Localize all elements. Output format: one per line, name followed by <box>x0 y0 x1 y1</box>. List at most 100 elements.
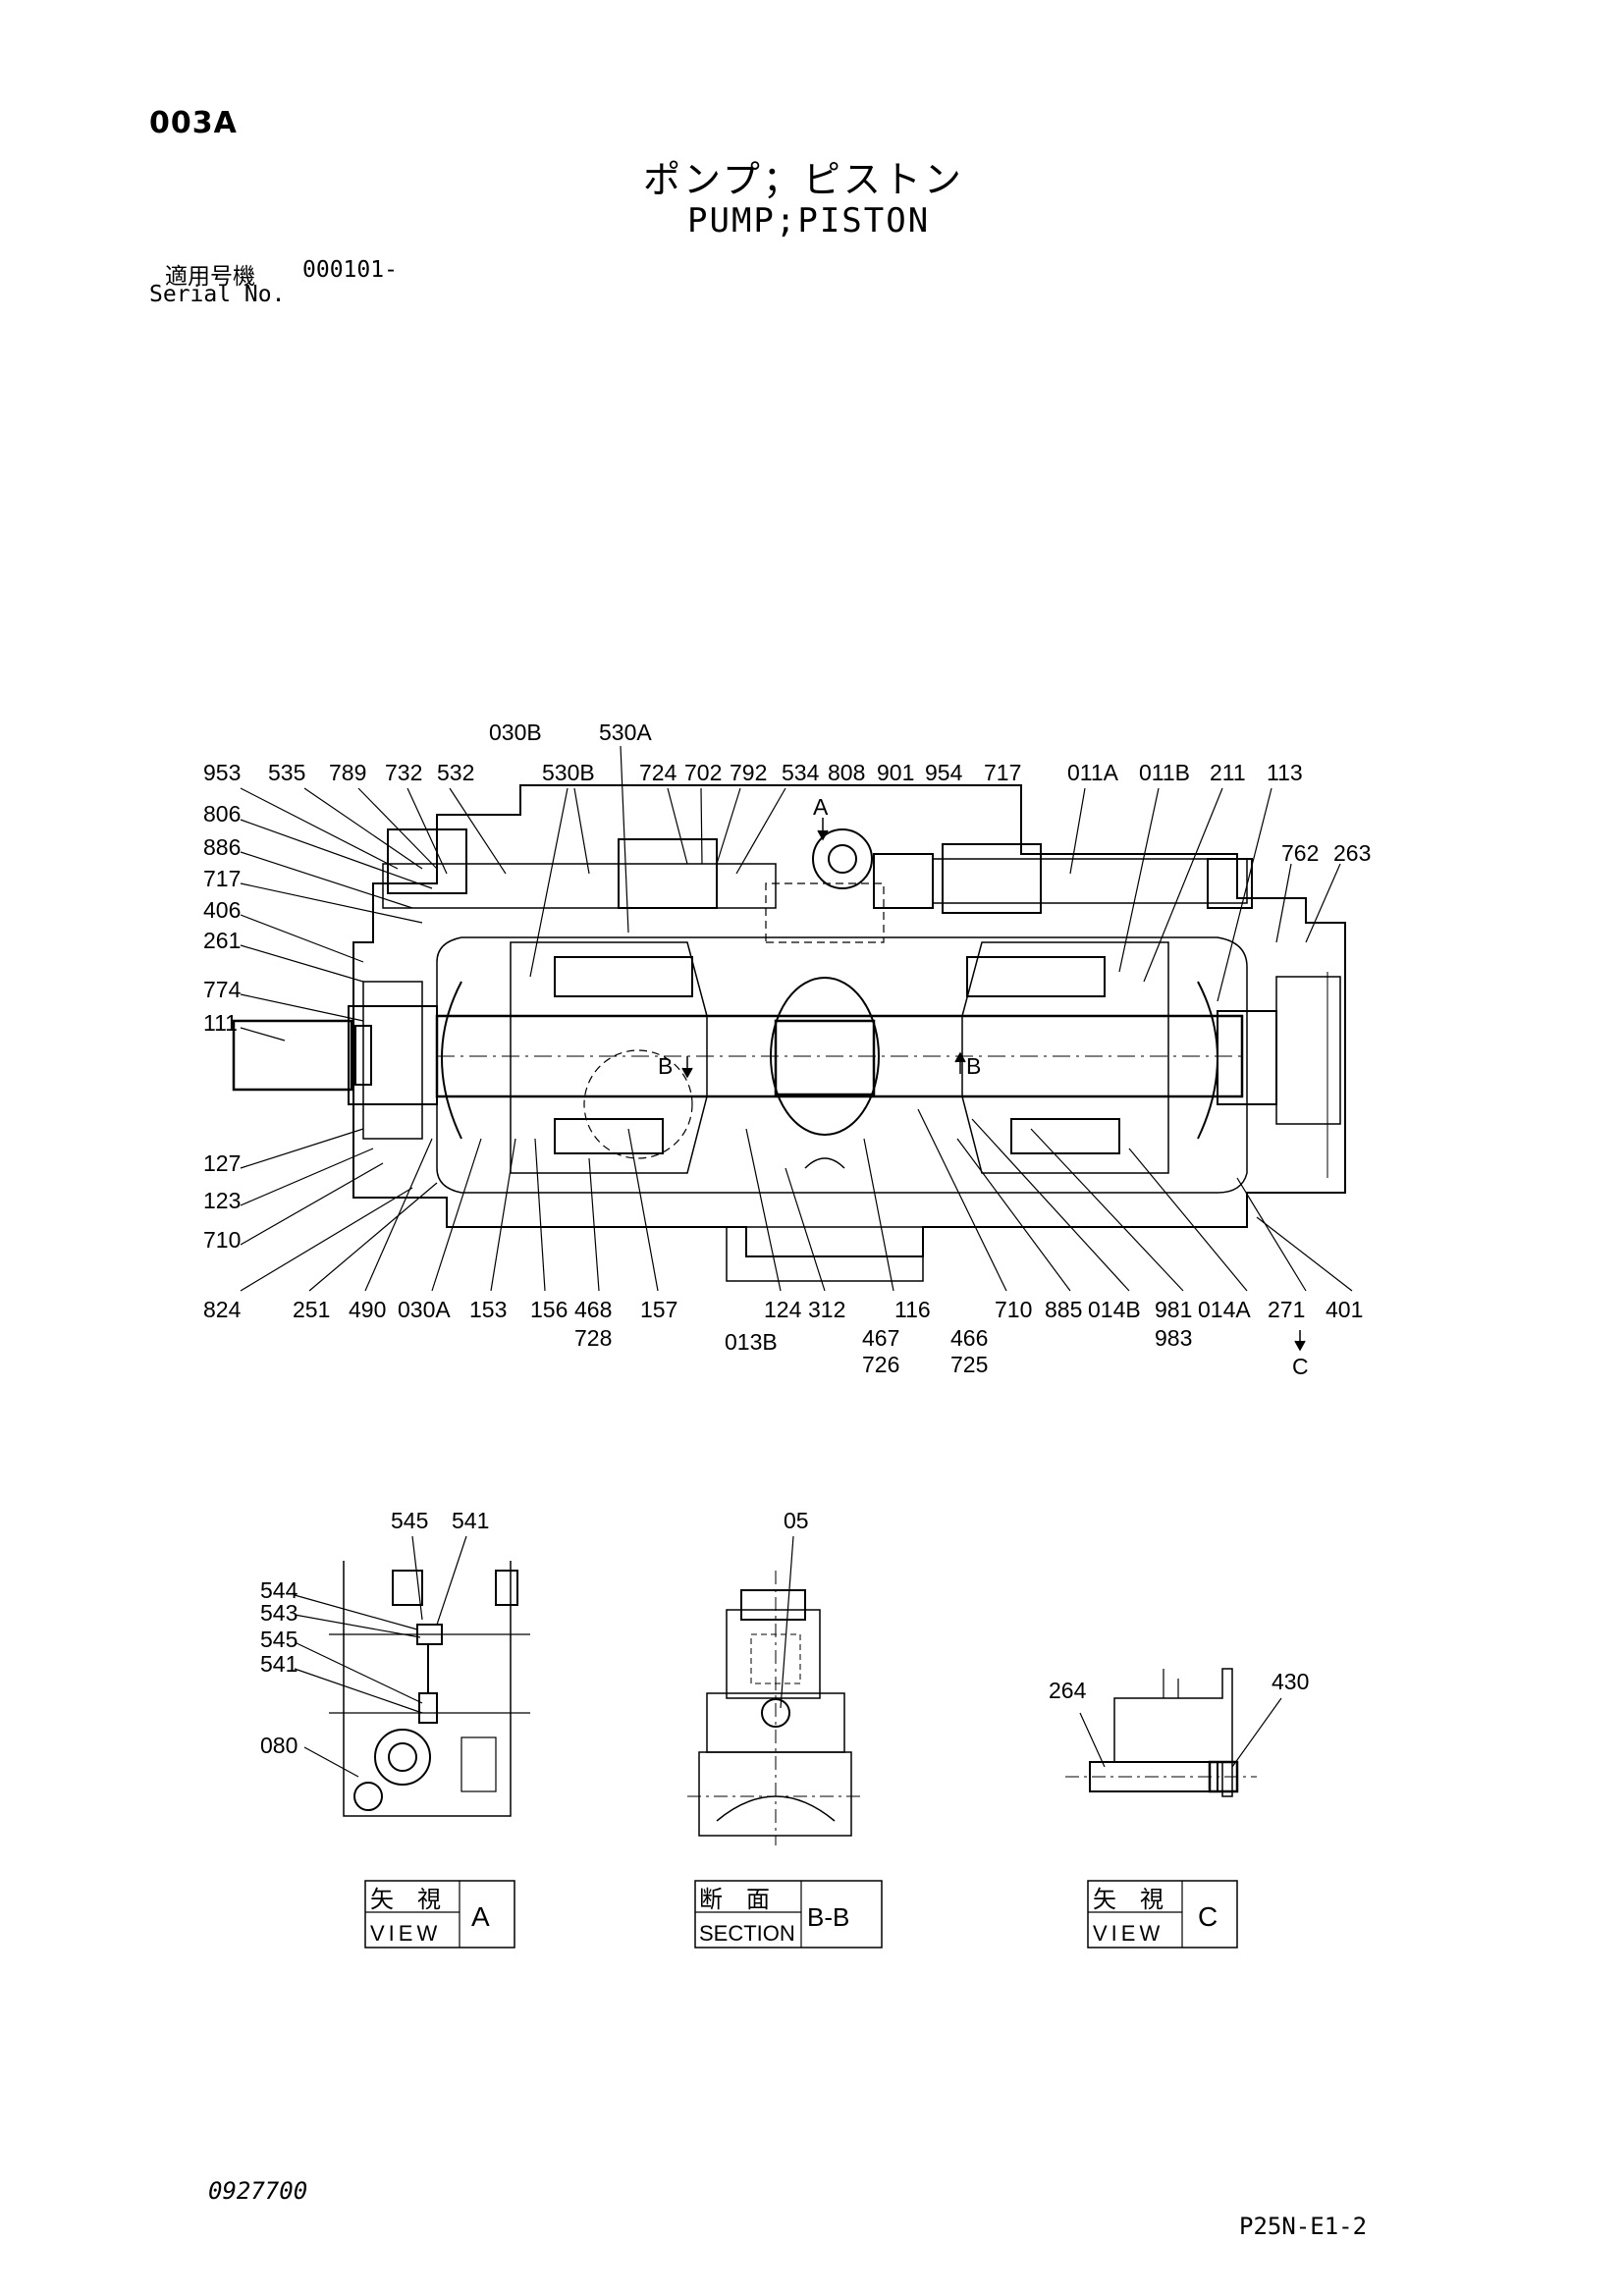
callout-885: 885 <box>1045 1297 1082 1322</box>
callout-211: 211 <box>1210 760 1246 785</box>
view-c-letter: C <box>1198 1901 1218 1932</box>
marker-c: C <box>1292 1354 1309 1379</box>
view-c-drawing <box>1065 1668 1257 1797</box>
callout-725: 725 <box>950 1352 988 1377</box>
callout-011a: 011A <box>1067 760 1119 785</box>
section-bb-letter: B-B <box>807 1902 849 1932</box>
view-c-callout-430: 430 <box>1272 1669 1309 1694</box>
view-a-callout-545: 545 <box>260 1627 298 1652</box>
serial-label-japanese: 適用号機 <box>165 264 255 290</box>
callout-717-left: 717 <box>203 866 241 891</box>
callout-726: 726 <box>862 1352 899 1377</box>
view-a-title-box: 矢 視 VIEW A <box>364 1880 515 1949</box>
view-a-callout-544: 544 <box>260 1577 298 1603</box>
section-bb-title-box: 断 面 SECTION B-B <box>694 1880 883 1949</box>
page-reference: P25N-E1-2 <box>1239 2213 1368 2240</box>
view-a-drawing <box>329 1561 530 1817</box>
view-c-label-jp: 矢 視 <box>1093 1887 1164 1913</box>
callout-013b: 013B <box>725 1329 778 1355</box>
view-a-callout-080: 080 <box>260 1733 298 1758</box>
view-a-letter: A <box>471 1901 490 1932</box>
callout-806: 806 <box>203 801 241 827</box>
view-a-leaders <box>294 1535 467 1778</box>
callout-127: 127 <box>203 1150 241 1176</box>
callout-981: 981 <box>1155 1297 1192 1322</box>
callout-789: 789 <box>329 760 366 785</box>
section-bb-leader <box>780 1535 794 1709</box>
callout-263: 263 <box>1333 840 1371 866</box>
callout-124: 124 <box>764 1297 802 1322</box>
callout-251: 251 <box>293 1297 330 1322</box>
view-c-leaders <box>1079 1697 1282 1768</box>
callout-762: 762 <box>1281 840 1319 866</box>
callout-490: 490 <box>349 1297 386 1322</box>
callout-774: 774 <box>203 977 242 1002</box>
callout-983: 983 <box>1155 1325 1192 1351</box>
callout-717: 717 <box>984 760 1021 785</box>
marker-a: A <box>813 794 829 820</box>
title-japanese: ポンプ；ピストン <box>643 158 964 201</box>
section-bb-label-en: SECTION <box>699 1921 795 1946</box>
callout-808: 808 <box>828 760 865 785</box>
callout-116: 116 <box>894 1297 931 1322</box>
serial-label-english: Serial No. <box>149 282 286 307</box>
callout-113: 113 <box>1267 760 1303 785</box>
callout-468: 468 <box>574 1297 612 1322</box>
callout-824: 824 <box>203 1297 242 1322</box>
serial-value: 000101- <box>302 257 398 283</box>
callout-534: 534 <box>782 760 820 785</box>
section-bb-label-jp: 断 面 <box>699 1887 770 1913</box>
callout-030b: 030B <box>489 720 542 745</box>
callout-535: 535 <box>268 760 305 785</box>
page-code: 003A <box>149 106 238 140</box>
callout-157: 157 <box>640 1297 677 1322</box>
callout-530b: 530B <box>542 760 595 785</box>
callout-014a: 014A <box>1198 1297 1251 1322</box>
callout-886: 886 <box>203 834 241 860</box>
callout-011b: 011B <box>1139 760 1190 785</box>
callout-710-left: 710 <box>203 1227 241 1253</box>
callout-467: 467 <box>862 1325 899 1351</box>
callout-732: 732 <box>385 760 422 785</box>
callout-271: 271 <box>1268 1297 1305 1322</box>
callout-030a: 030A <box>398 1297 451 1322</box>
callout-014b: 014B <box>1088 1297 1141 1322</box>
callout-792: 792 <box>730 760 767 785</box>
callout-728: 728 <box>574 1325 612 1351</box>
callout-156: 156 <box>530 1297 568 1322</box>
view-c-callout-264: 264 <box>1049 1678 1087 1703</box>
callout-466: 466 <box>950 1325 988 1351</box>
callout-111: 111 <box>203 1010 238 1036</box>
callout-710-bottom: 710 <box>995 1297 1032 1322</box>
view-a-callout-543: 543 <box>260 1600 298 1626</box>
callout-532: 532 <box>437 760 474 785</box>
title-english: PUMP;PISTON <box>687 201 931 240</box>
callout-724: 724 <box>639 760 677 785</box>
callout-153: 153 <box>469 1297 507 1322</box>
callout-312: 312 <box>808 1297 845 1322</box>
section-arrows <box>681 818 1306 1352</box>
section-bb-callout-05: 05 <box>784 1508 809 1533</box>
drawing-number: 0927700 <box>208 2177 308 2205</box>
callout-901: 901 <box>877 760 914 785</box>
view-a-callout-541-top: 541 <box>452 1508 489 1533</box>
callout-406: 406 <box>203 897 241 923</box>
callout-530a: 530A <box>599 720 652 745</box>
callout-953: 953 <box>203 760 241 785</box>
callout-954: 954 <box>925 760 963 785</box>
view-c-title-box: 矢 視 VIEW C <box>1087 1880 1238 1949</box>
view-a-labels: 545 541 544 543 545 541 080 <box>260 1508 489 1758</box>
section-bb-drawing <box>687 1571 864 1845</box>
callout-123: 123 <box>203 1188 241 1213</box>
view-a-label-en: VIEW <box>370 1921 441 1946</box>
marker-b-left: B <box>658 1053 673 1079</box>
callout-401: 401 <box>1326 1297 1363 1322</box>
callout-261: 261 <box>203 928 241 953</box>
view-a-callout-545-top: 545 <box>391 1508 428 1533</box>
view-c-label-en: VIEW <box>1093 1921 1164 1946</box>
leader-lines <box>240 745 1353 1292</box>
main-callout-labels: 030B 530A 953 535 789 732 532 530B 724 7… <box>203 720 1371 1379</box>
view-a-label-jp: 矢 視 <box>370 1887 441 1913</box>
view-a-callout-541: 541 <box>260 1651 298 1677</box>
